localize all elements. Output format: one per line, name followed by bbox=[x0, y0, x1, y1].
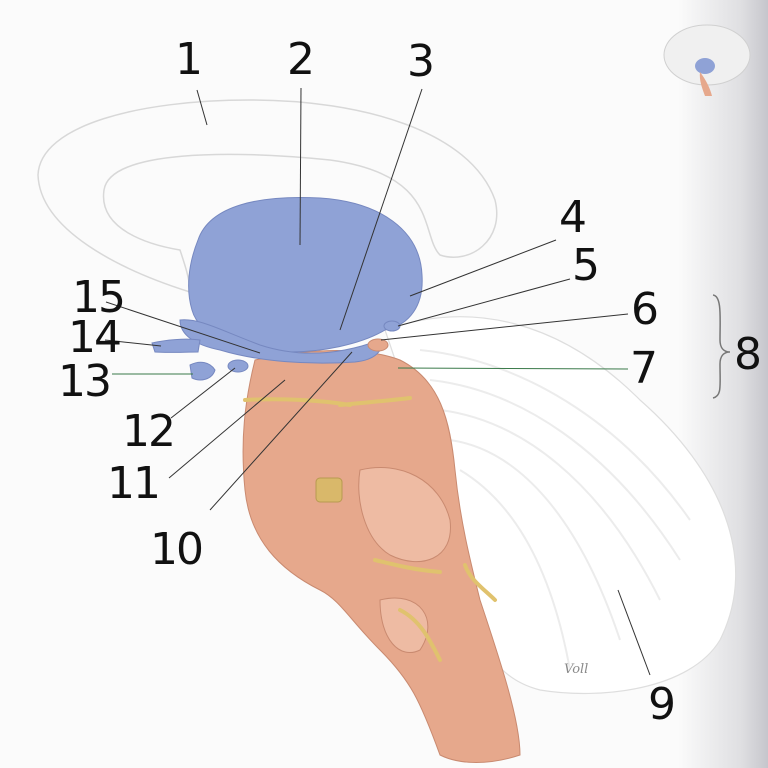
label-6: 6 bbox=[631, 284, 659, 335]
label-8: 8 bbox=[734, 329, 762, 380]
label-2: 2 bbox=[287, 34, 315, 85]
label-7: 7 bbox=[630, 343, 658, 394]
bracket-8 bbox=[712, 294, 731, 399]
brainstem bbox=[242, 350, 521, 763]
label-10: 10 bbox=[150, 524, 204, 575]
label-9: 9 bbox=[648, 679, 676, 730]
artist-signature: Voll bbox=[564, 662, 589, 677]
cranial-nerves bbox=[243, 396, 497, 662]
label-13: 13 bbox=[58, 356, 112, 407]
leader-lines bbox=[104, 87, 651, 676]
label-5: 5 bbox=[572, 240, 600, 291]
label-3: 3 bbox=[407, 36, 435, 87]
trigeminal-nerve bbox=[315, 477, 343, 503]
label-12: 12 bbox=[122, 406, 176, 457]
label-4: 4 bbox=[559, 192, 587, 243]
hemisphere-outline bbox=[37, 99, 498, 294]
inset-brain-thumbnail bbox=[663, 24, 751, 96]
label-14: 14 bbox=[68, 312, 122, 363]
label-11: 11 bbox=[107, 458, 161, 509]
label-15: 15 bbox=[72, 272, 126, 323]
label-1: 1 bbox=[175, 34, 203, 85]
